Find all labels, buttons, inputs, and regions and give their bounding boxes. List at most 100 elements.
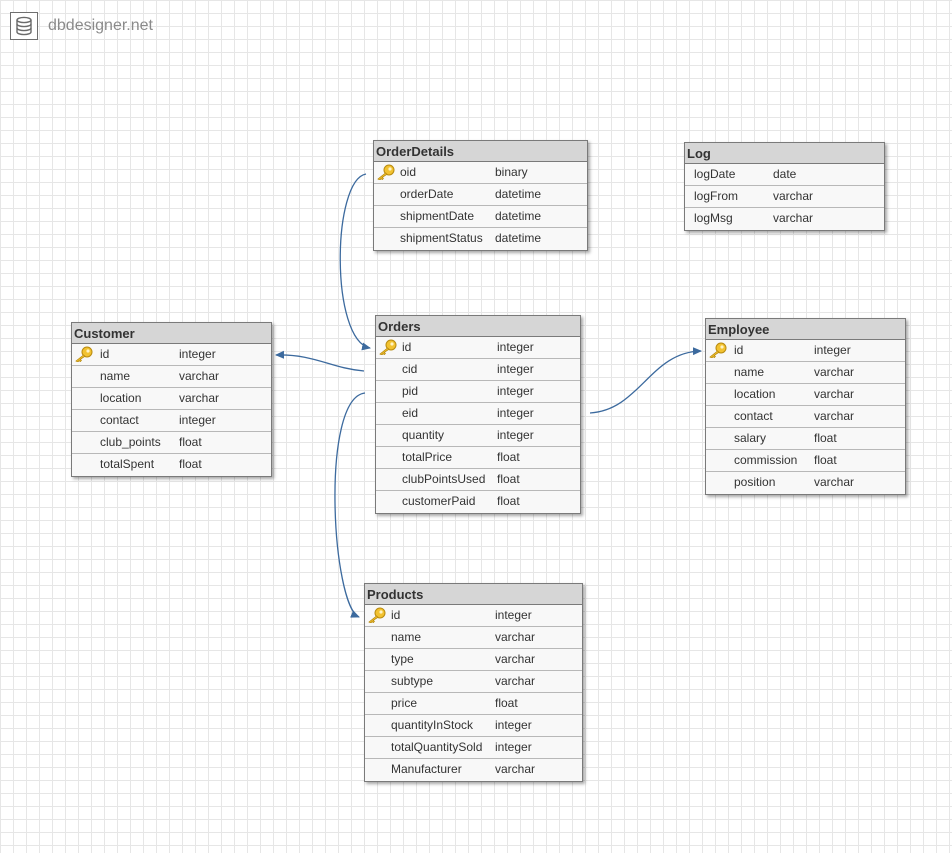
table-row[interactable]: contact integer <box>72 410 271 432</box>
field-name: id <box>391 608 401 622</box>
field-name: eid <box>402 406 419 420</box>
field-type: float <box>814 431 837 445</box>
field-name: price <box>391 696 418 710</box>
field-type: varchar <box>814 387 855 401</box>
field-name: oid <box>400 165 417 179</box>
table-row[interactable]: price float <box>365 693 582 715</box>
field-type: integer <box>497 428 534 442</box>
table-row[interactable]: logDate date <box>685 164 884 186</box>
field-type: float <box>179 457 202 471</box>
primary-key-icon <box>376 164 396 181</box>
table-title: Customer <box>72 323 271 344</box>
field-type: varchar <box>773 211 814 225</box>
table-row[interactable]: clubPointsUsed float <box>376 469 580 491</box>
table-row[interactable]: totalSpent float <box>72 454 271 476</box>
table-title: Employee <box>706 319 905 340</box>
brand-name: dbdesigner.net <box>48 17 153 34</box>
field-type: integer <box>497 406 534 420</box>
field-type: datetime <box>495 231 542 245</box>
field-name: club_points <box>100 435 161 449</box>
field-name: position <box>734 475 776 489</box>
table-row[interactable]: quantity integer <box>376 425 580 447</box>
field-name: totalPrice <box>402 450 453 464</box>
field-name: contact <box>100 413 139 427</box>
link-orders-products[interactable] <box>334 392 366 618</box>
field-name: customerPaid <box>402 494 476 508</box>
table-row[interactable]: position varchar <box>706 472 905 494</box>
field-type: float <box>179 435 202 449</box>
field-type: varchar <box>495 630 536 644</box>
field-type: datetime <box>495 187 542 201</box>
table-title: Products <box>365 584 582 605</box>
field-type: float <box>495 696 518 710</box>
field-name: clubPointsUsed <box>402 472 486 486</box>
table-row[interactable]: id integer <box>706 340 905 362</box>
field-name: type <box>391 652 414 666</box>
field-type: varchar <box>814 475 855 489</box>
field-name: location <box>100 391 142 405</box>
table-row[interactable]: eid integer <box>376 403 580 425</box>
field-type: binary <box>495 165 528 179</box>
field-type: integer <box>179 413 216 427</box>
field-type: varchar <box>773 189 814 203</box>
field-name: quantity <box>402 428 445 442</box>
field-name: id <box>734 343 744 357</box>
field-name: id <box>402 340 412 354</box>
table-row[interactable]: club_points float <box>72 432 271 454</box>
field-name: totalSpent <box>100 457 155 471</box>
field-type: integer <box>814 343 851 357</box>
field-name: contact <box>734 409 773 423</box>
field-type: float <box>497 472 520 486</box>
field-name: logDate <box>694 167 736 181</box>
field-name: quantityInStock <box>391 718 474 732</box>
field-type: varchar <box>495 762 536 776</box>
field-type: integer <box>495 718 532 732</box>
field-type: float <box>814 453 837 467</box>
field-type: datetime <box>495 209 542 223</box>
field-name: cid <box>402 362 418 376</box>
table-row[interactable]: oid binary <box>374 162 587 184</box>
table-row[interactable]: quantityInStock integer <box>365 715 582 737</box>
field-type: float <box>497 494 520 508</box>
primary-key-icon <box>378 339 398 356</box>
field-type: varchar <box>495 674 536 688</box>
field-type: date <box>773 167 797 181</box>
field-type: integer <box>495 740 532 754</box>
link-orders-customer[interactable] <box>275 350 365 372</box>
table-row[interactable]: customerPaid float <box>376 491 580 513</box>
brand-logo[interactable]: dbdesigner.net <box>10 11 153 41</box>
table-row[interactable]: location varchar <box>706 384 905 406</box>
link-orderdetails-orders[interactable] <box>339 173 371 351</box>
field-name: location <box>734 387 776 401</box>
link-orders-employee[interactable] <box>589 347 702 414</box>
